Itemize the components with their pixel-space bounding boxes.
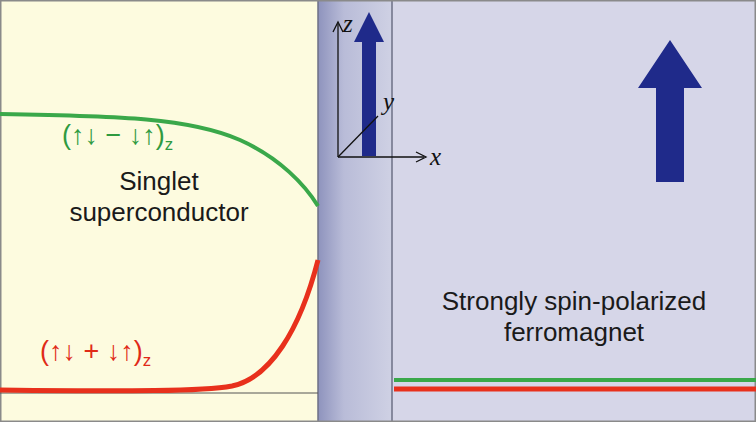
magnetization-arrow [638,40,702,182]
material-region: Strongly spin-polarized ferromagnet [392,0,756,422]
axis-label: x [430,143,441,171]
interface-line [391,0,393,422]
axis-label: y [383,88,394,116]
region-title: Strongly spin-polarized ferromagnet [424,286,724,347]
coordinate-axes [333,22,426,162]
triplet-label: (↑↓ + ↓↑)z [40,336,151,371]
interface-barrier [318,0,392,422]
interface-line [317,0,319,422]
triplet-level [394,387,756,392]
singlet-level [394,378,756,382]
superconductor-region [0,0,318,422]
region-title: Singlet superconductor [34,166,284,227]
magnetization-arrow [354,12,384,156]
axis-label: z [343,10,353,38]
singlet-label: (↑↓ − ↓↑)z [62,120,173,155]
triplet-curve [0,260,318,391]
ferromagnet-region [392,0,756,422]
